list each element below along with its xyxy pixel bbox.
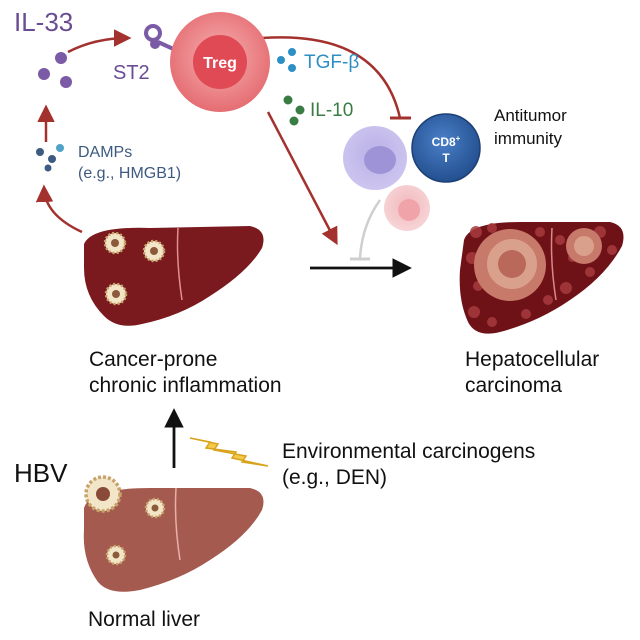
hcc-line2: carcinoma [465,374,562,397]
hbv-label: HBV [14,458,68,488]
il33-to-st2-arrow [67,29,132,54]
antitumor-line2: immunity [494,129,563,148]
tgfb-particles [277,48,296,72]
st2-label: ST2 [113,62,150,84]
env-line2: (e.g., DEN) [282,466,387,489]
il33-particles [38,52,72,88]
virus-icon [84,475,122,513]
cd8-label-sup: + [456,134,461,143]
cancer-prone-line1: Cancer-prone [89,348,217,371]
damps-line2: (e.g., HMGB1) [78,165,181,182]
treg-label: Treg [203,55,237,72]
env-line1: Environmental carcinogens [282,440,535,463]
damps-particles [36,144,64,172]
treg-inhibits-cd8-line [261,36,402,119]
virus-icon [104,282,128,306]
il10-particles [283,95,305,126]
immunity-inhibits-hcc-line [358,199,382,259]
liver-to-damps-arrow [35,184,83,234]
tumor-nodule [566,228,602,264]
cd8-label: CD8+ [432,134,461,149]
il10-label: IL-10 [310,100,353,121]
treg-promotes-hcc-arrow [266,111,338,246]
normal-liver-label: Normal liver [88,608,200,631]
il33-label: IL-33 [14,7,73,37]
tumor-nodule [474,229,546,301]
cancer-prone-line2: chronic inflammation [89,374,282,397]
virus-icon [105,544,127,566]
immune-cells [343,126,430,231]
hcc-line1: Hepatocellular [465,348,599,371]
t-label: T [442,151,450,165]
cd8-t-cell [411,113,481,183]
inflamed-liver [84,226,264,326]
virus-icon [142,239,166,263]
virus-icon [103,231,127,255]
damps-line1: DAMPs [78,144,132,161]
lightning-bolt-icon [189,437,269,467]
hcc-liver [459,222,624,334]
antitumor-line1: Antitumor [494,106,567,125]
normal-liver [83,475,264,592]
virus-icon [144,497,166,519]
treg-cell [170,12,270,112]
cd8-label-text: CD8 [432,135,456,149]
tgfb-label: TGF-β [304,52,359,73]
